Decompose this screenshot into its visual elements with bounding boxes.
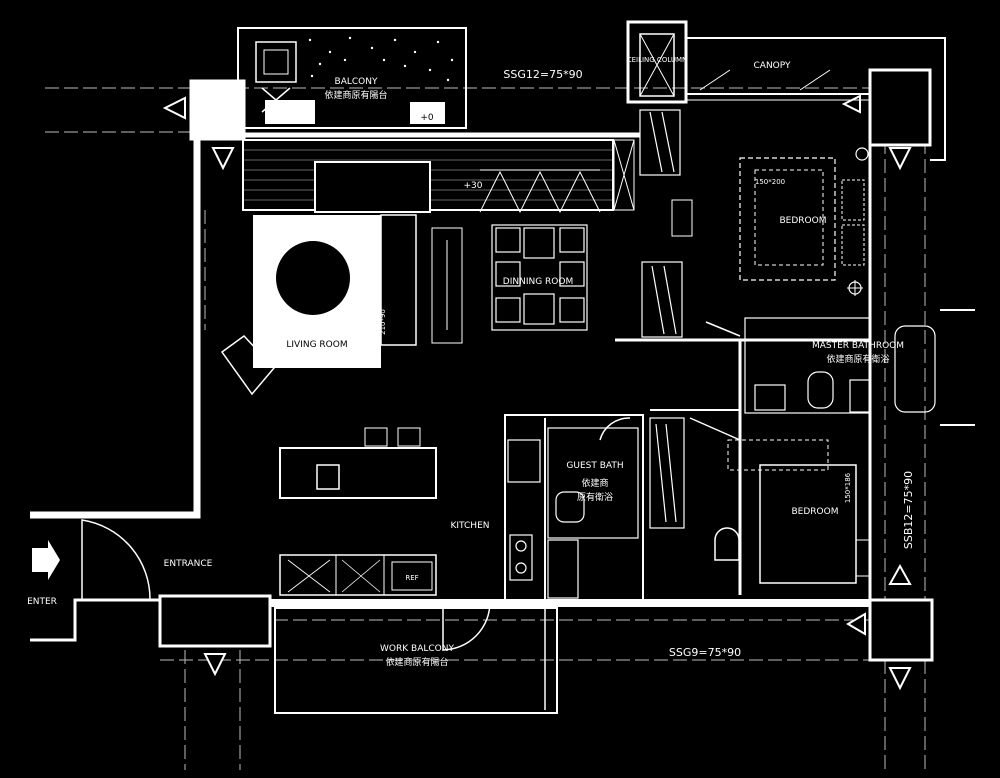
fridge-icon [391,561,433,591]
kitchen-island [279,447,437,499]
structural-column [158,594,272,648]
enter-label: ENTER [27,597,57,607]
balcony-level-30: +30 [319,113,338,123]
bedroom-main [671,147,869,296]
section-arrow-right-bottom [846,612,866,636]
ssg9-label: SSG9=75*90 [669,646,741,659]
section-arrow-up-right [888,563,912,585]
doors [81,321,741,651]
kitchen-label: KITCHEN [451,521,490,531]
work-balcony-label: WORK BALCONY [380,644,454,654]
bathtub-icon [894,325,936,413]
guest-bath-fixtures [507,427,639,599]
toilet-icon [807,371,834,409]
canopy-label: CANOPY [754,61,791,71]
stove-icon [509,534,533,581]
living-room-furniture [220,214,463,396]
balcony-level-0: +0 [420,113,434,123]
master-bath-label: MASTER BATHROOM [812,341,904,351]
section-arrow-left [162,96,186,120]
guest-bath-label: GUEST BATH [566,461,623,471]
coffee-table [276,241,350,315]
sink-icon [754,384,786,411]
ssb12-label: SSB12=75*90 [902,471,915,549]
sofa-dim: 210*90 [379,309,387,335]
desk-chair-icon [714,527,740,561]
master-bath-note: 依建商原有衛浴 [826,353,889,365]
section-arrow-down-bottom-right [888,667,912,691]
ssg12-label: SSG12=75*90 [503,68,582,81]
structural-column [868,68,932,147]
balcony-gravel [308,36,454,82]
bedroom-second [714,439,871,584]
bed1-dim: 150*200 [755,178,785,186]
canopy [686,37,946,161]
balcony-door [442,601,491,651]
bed2-dim: 150*186 [844,472,852,503]
balcony [237,27,467,129]
wood-deck [242,139,635,214]
fridge-label: REF [405,574,418,582]
master-bath-fixtures [744,317,936,414]
planter-icon [255,41,297,83]
enter-arrow-icon [32,540,60,580]
axis-lines [45,87,926,770]
wardrobes [639,109,685,529]
sofa [380,214,417,346]
guest-toilet-icon [555,491,585,523]
deck-level: +30 [464,181,483,191]
section-arrows [162,94,912,691]
bedroom-second-label: BEDROOM [792,507,839,517]
guest-bath-note-2: 原有衛浴 [577,491,613,503]
dining-label: DINNING ROOM [503,277,573,287]
entry-door [81,519,151,601]
bed [759,464,857,584]
section-arrow-right-top [841,94,861,114]
kitchen-fixtures [279,427,437,596]
island-sink-icon [316,464,340,490]
section-arrow-down-left [211,147,235,171]
bed [739,157,836,281]
structural-column [189,79,246,141]
entrance-label: ENTRANCE [164,559,213,569]
ceiling-column-label: CEILING COLUMN [627,56,688,64]
walls [30,20,975,662]
balcony-note: 依建商原有陽台 [324,89,387,101]
living-room-label: LIVING ROOM [286,340,347,350]
media-wall [431,227,463,344]
guest-sink-icon [507,439,541,483]
armchair [220,335,276,396]
work-balcony-note: 依建商原有陽台 [385,656,448,668]
section-arrow-down-right [888,147,912,171]
dining-table [491,224,588,331]
section-arrow-down-bottom [203,653,227,677]
structural-column [868,598,934,662]
work-balcony [274,607,558,714]
bedroom-main-label: BEDROOM [780,216,827,226]
balcony-label: BALCONY [335,77,378,87]
guest-bath-note-1: 依建商 [581,477,608,489]
